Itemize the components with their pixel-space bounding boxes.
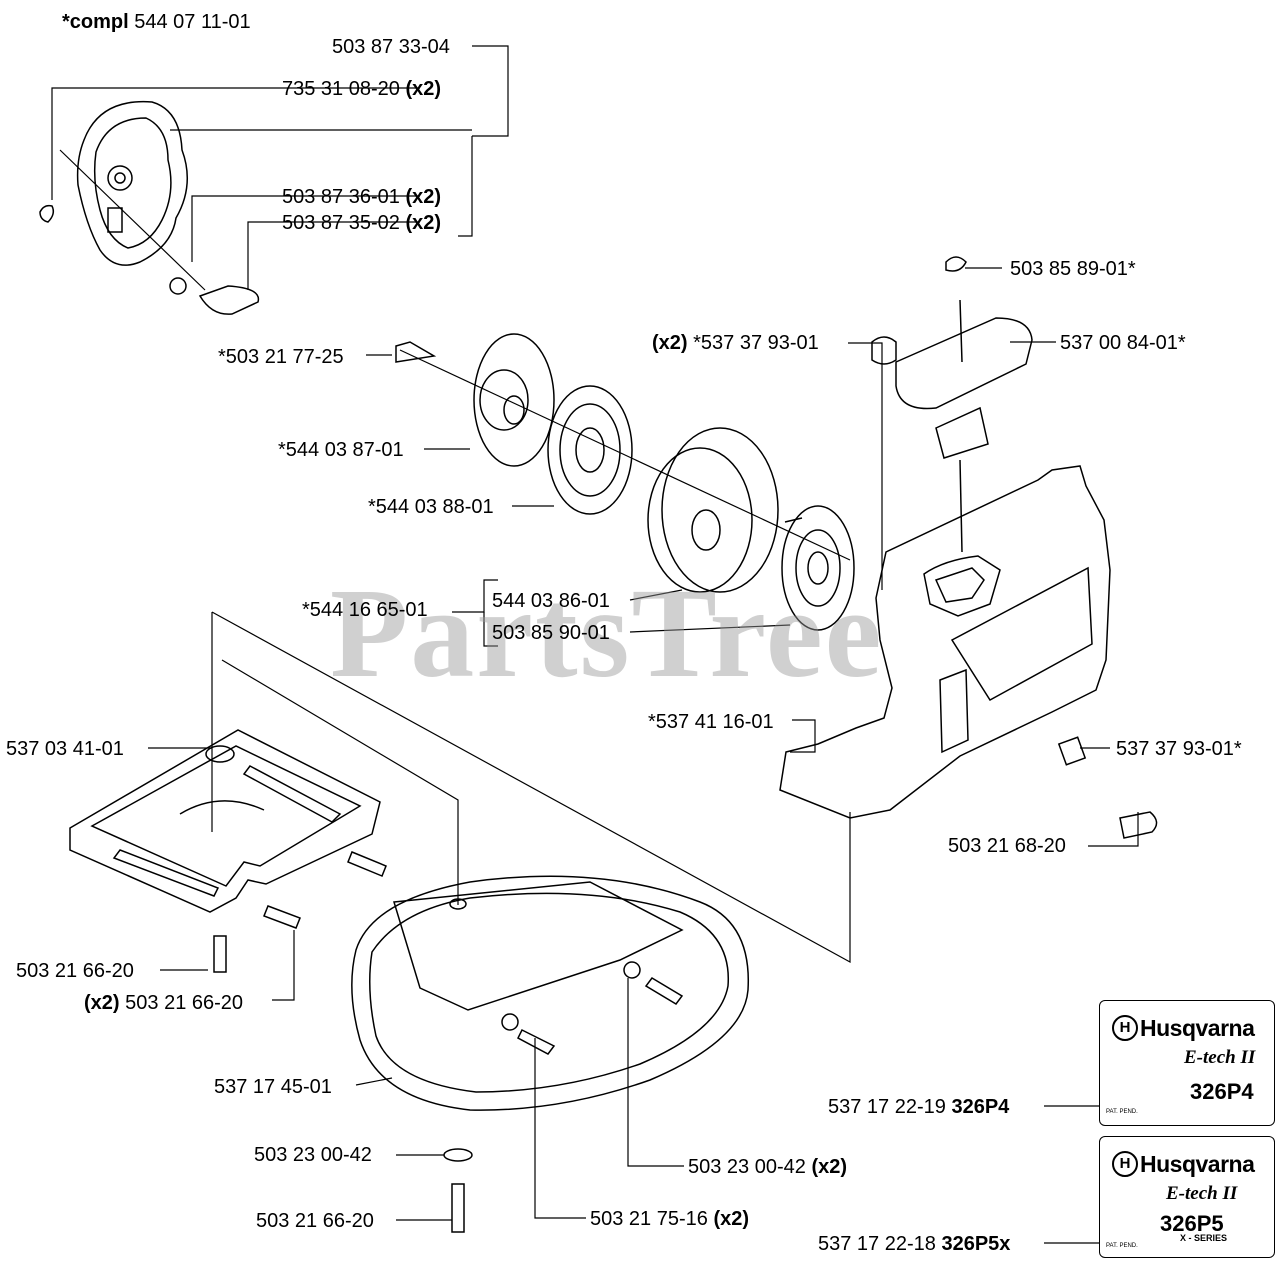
label-544038701: *544 03 87-01 [278,439,404,461]
label-503217725: *503 21 77-25 [218,346,344,368]
label-537034101: 537 03 41-01 [6,738,124,760]
model: 326P4 [951,1096,1010,1118]
cover-housing-part [39,100,260,315]
tray-part [351,875,750,1233]
label-537172218: 537 17 22-18 326P5x [818,1233,1010,1255]
label-537378931: (x2) *537 37 93-01 [652,332,819,354]
model: 326P5x [941,1233,1011,1255]
label-503216820: 503 21 68-20 [948,835,1066,857]
label-544038801: *544 03 88-01 [368,496,494,518]
part-number: 503 87 35-02 [282,212,400,234]
label-537411601: *537 41 16-01 [648,711,774,733]
decal-series: X - SERIES [1180,1233,1228,1243]
label-537008401: 537 00 84-01* [1060,332,1186,354]
qty: (x2) [652,332,688,354]
decal-note: PAT. PEND. [1106,1109,1138,1115]
qty: (x2) [811,1156,848,1178]
part-number: 537 17 22-18 [818,1233,936,1255]
qty: (x2) [84,992,120,1014]
label-compl: *compl 544 07 11-01 [62,11,251,33]
label-503873304: 503 87 33-04 [332,36,450,58]
label-503859001: 503 85 90-01 [492,622,610,644]
label-537379302: 537 37 93-01* [1116,738,1242,760]
part-number: 735 31 08-20 [282,78,400,100]
label-503217516: 503 21 75-16 (x2) [590,1208,749,1230]
label-503216620-a: 503 21 66-20 [16,960,134,982]
watermark: PartsTree [330,562,884,704]
label-735310820: 735 31 08-20 (x2) [282,78,441,100]
label-503873502: 503 87 35-02 (x2) [282,212,441,234]
decal-brand: Husqvarna [1140,1151,1255,1177]
part-number: 503 87 36-01 [282,186,400,208]
harness-plate-part [69,729,387,973]
label-503873601: 503 87 36-01 (x2) [282,186,441,208]
label-503230042-a: 503 23 00-42 [254,1144,372,1166]
part-number: 503 21 66-20 [125,992,244,1014]
qty: (x2) [405,186,442,208]
label-503230042-b: 503 23 00-42 (x2) [688,1156,847,1178]
decal-line: E-tech II [1184,1047,1256,1068]
label-544038601: 544 03 86-01 [492,590,610,612]
decal-note: PAT. PEND. [1106,1243,1138,1249]
husqvarna-crown-logo: H [1112,1015,1138,1041]
qty: (x2) [405,212,442,234]
part-number: 537 17 22-19 [828,1096,946,1118]
label-537174501: 537 17 45-01 [214,1076,332,1098]
qty: (x2) [713,1208,750,1230]
husqvarna-crown-logo: H [1112,1151,1138,1177]
qty: (x2) [405,78,442,100]
decal-model: 326P4 [1190,1079,1254,1104]
label-503216620-c: 503 21 66-20 [256,1210,374,1232]
decal-326p4: H Husqvarna E-tech II 326P4 PAT. PEND. [1099,1000,1275,1126]
part-number: *537 37 93-01 [693,332,819,354]
decal-brand: Husqvarna [1140,1015,1255,1041]
starter-pulley-parts [395,333,855,631]
part-number: 503 23 00-42 [688,1156,806,1178]
label-537172219: 537 17 22-19 326P4 [828,1096,1009,1118]
part-number: 503 21 75-16 [590,1208,708,1230]
starter-housing-part [779,465,1158,839]
decal-model: 326P5 [1160,1211,1224,1236]
label-503858901: 503 85 89-01* [1010,258,1136,280]
label-544166501: *544 16 65-01 [302,599,428,621]
decal-326p5: H Husqvarna E-tech II 326P5 X - SERIES P… [1099,1136,1275,1258]
decal-line: E-tech II [1166,1183,1238,1204]
label-compl-number: 544 07 11-01 [134,11,251,33]
label-503216620-b: (x2) 503 21 66-20 [84,992,243,1014]
starter-handle-part [871,256,1033,553]
label-compl-prefix: *compl [62,11,129,33]
